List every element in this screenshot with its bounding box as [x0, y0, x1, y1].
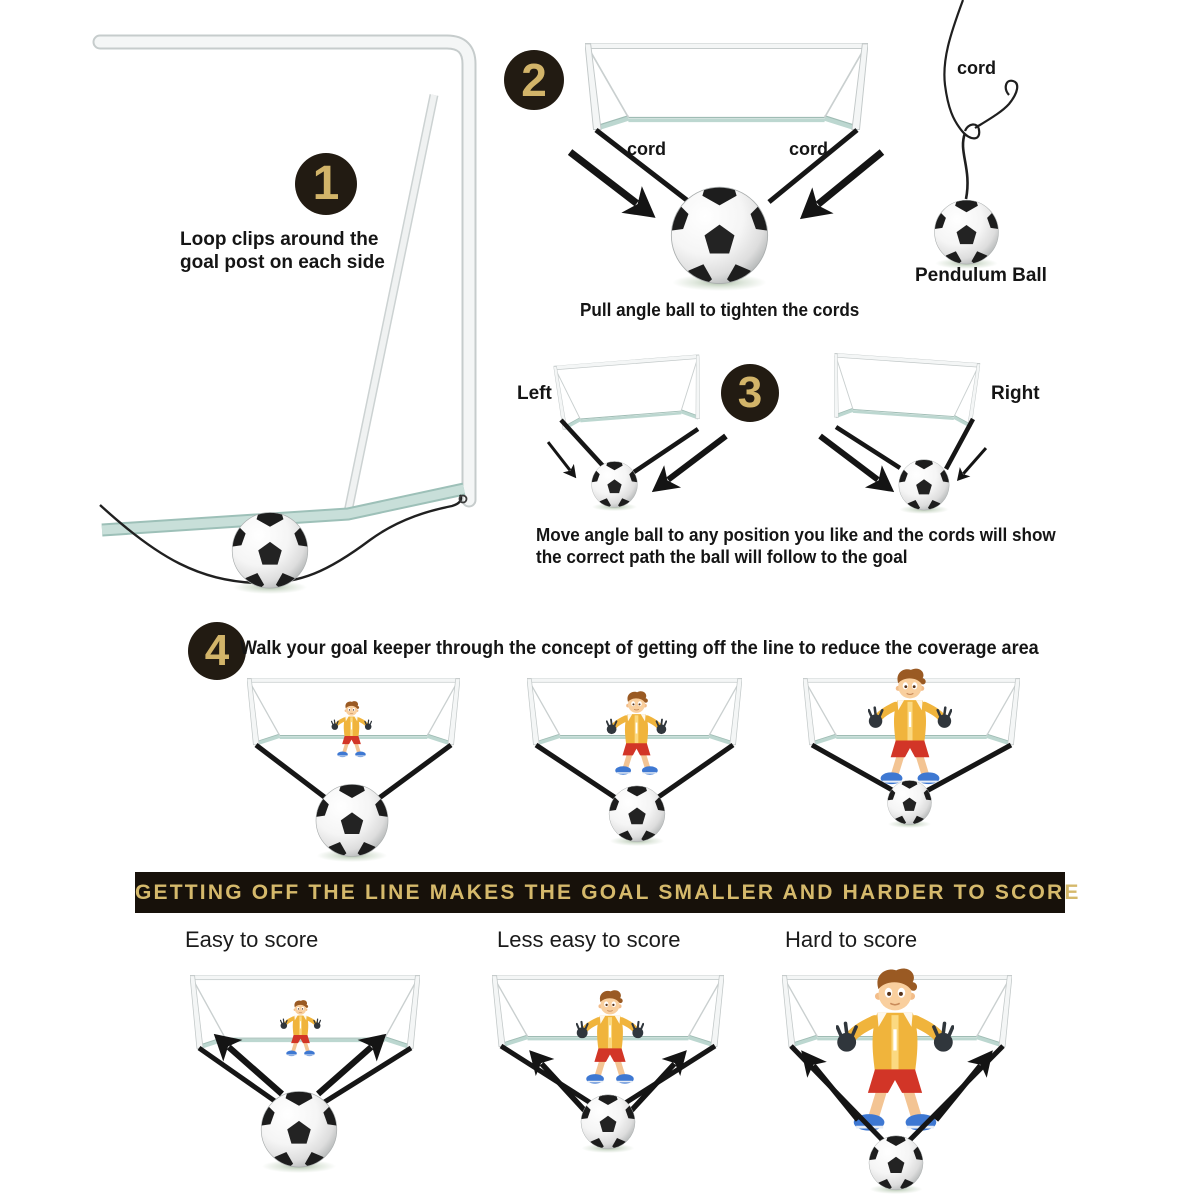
step3-left-label: Left [517, 383, 552, 404]
net-support-bar [345, 94, 437, 513]
cord-line-left [559, 418, 606, 469]
goal-frame [829, 352, 981, 429]
move-arrow-small [542, 437, 582, 483]
step1-caption-line1: Loop clips around the [180, 229, 379, 250]
soccer-ball [897, 459, 952, 514]
step3-right-illustration [811, 352, 992, 514]
ground-bar [101, 484, 465, 535]
step2-illustration [559, 43, 893, 291]
step2-cord-label-left: cord [627, 139, 667, 159]
goal-frame [585, 43, 868, 129]
bottom-goal-less-easy [492, 975, 724, 1153]
goalkeeper [837, 969, 953, 1131]
banner: GETTING OFF THE LINE MAKES THE GOAL SMAL… [135, 872, 1078, 913]
step2-badge: 2 [504, 50, 564, 110]
step4-heading: Walk your goal keeper through the concep… [240, 638, 1039, 659]
step3-badge: 3 [721, 364, 779, 422]
pendulum-illustration [932, 0, 1019, 269]
goal-post-tube [94, 36, 475, 506]
bottom-goal-hard [782, 969, 1012, 1194]
step1-caption-line2: goal post on each side [180, 252, 385, 273]
shot-arrow-left [519, 1041, 596, 1121]
soccer-ball [867, 1135, 926, 1194]
goal-frame [553, 354, 705, 432]
step4-goal-2 [527, 678, 742, 846]
step1-badge: 1 [295, 153, 357, 215]
shot-arrow-left [204, 1022, 292, 1105]
goalkeeper [869, 669, 951, 785]
pendulum-cord-drop [961, 132, 969, 200]
step1-illustration [92, 34, 477, 594]
goalkeeper [332, 701, 372, 757]
soccer-ball [667, 185, 772, 291]
step2-cord-label-right: cord [789, 139, 829, 159]
goalkeeper [607, 691, 667, 775]
cord-hook [458, 494, 468, 504]
cord-line [99, 494, 463, 585]
pendulum-cord-hook [974, 79, 1019, 129]
shot-arrow-right [926, 1042, 1003, 1128]
shot-arrow-left [791, 1042, 868, 1128]
step3-caption-line2: the correct path the ball will follow to… [536, 547, 908, 567]
step4-goal-1 [247, 678, 460, 862]
goalkeeper [281, 1000, 321, 1056]
bottom-label-hard: Hard to score [785, 927, 918, 952]
step3-caption-line1: Move angle ball to any position you like… [536, 525, 1056, 545]
move-arrow-big [811, 424, 903, 504]
soccer-ball [590, 461, 640, 511]
soccer-ball [607, 785, 668, 846]
pendulum-ball-label: Pendulum Ball [915, 265, 1047, 286]
cord-line-right [944, 417, 975, 471]
bottom-goal-easy [190, 975, 420, 1173]
cord-line-right [767, 128, 859, 204]
cord-line-left [834, 425, 902, 470]
step4-goal-3 [803, 669, 1020, 828]
step3-right-label: Right [991, 383, 1040, 404]
soccer-ball [885, 779, 933, 828]
bottom-label-easy: Easy to score [185, 927, 319, 952]
step2-caption: Pull angle ball to tighten the cords [580, 300, 860, 320]
soccer-ball [932, 199, 1002, 269]
step3-left-illustration [542, 354, 735, 511]
step4-badge: 4 [188, 622, 246, 680]
cord-line-right [632, 427, 700, 474]
bottom-label-less-easy: Less easy to score [497, 927, 681, 952]
pendulum-cord-label: cord [957, 58, 997, 78]
cord-line-left [594, 128, 690, 203]
